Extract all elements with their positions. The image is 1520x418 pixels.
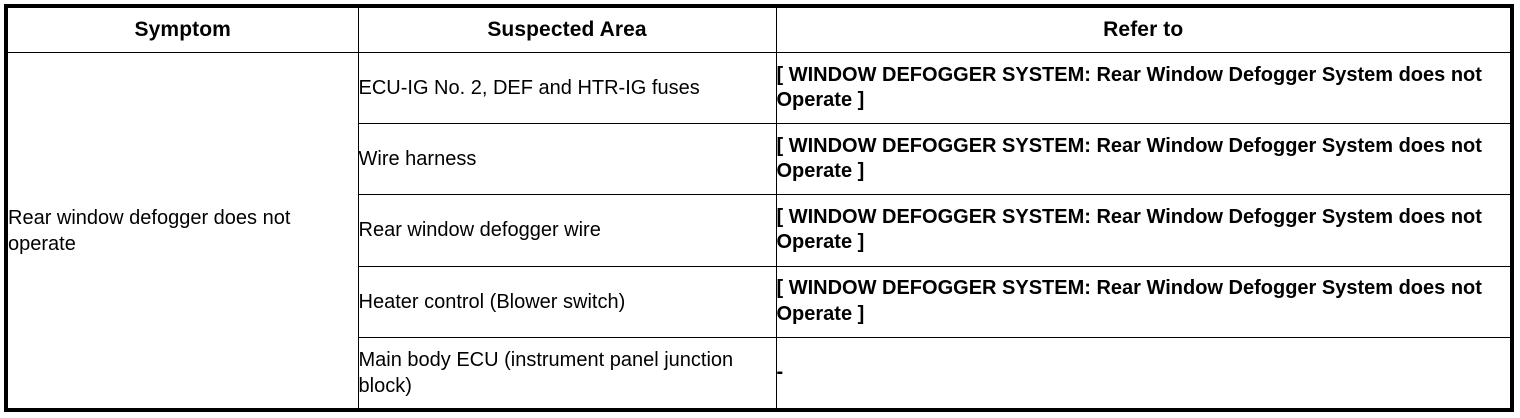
table-row: Heater control (Blower switch) [ WINDOW … — [6, 265, 1513, 338]
refer-to-cell: - — [775, 336, 1513, 411]
refer-to-cell: [ WINDOW DEFOGGER SYSTEM: Rear Window De… — [775, 194, 1513, 267]
refer-to-cell: [ WINDOW DEFOGGER SYSTEM: Rear Window De… — [775, 123, 1513, 196]
suspected-area-text: ECU-IG No. 2, DEF and HTR-IG fuses — [358, 77, 700, 100]
table-header: Symptom Suspected Area Refer to — [5, 5, 1513, 53]
refer-to-text: [ WINDOW DEFOGGER SYSTEM: Rear Window De… — [776, 134, 1482, 183]
column-header-symptom: Symptom — [5, 5, 359, 53]
refer-to-text: [ WINDOW DEFOGGER SYSTEM: Rear Window De… — [776, 277, 1482, 325]
suspected-area-cell: Main body ECU (instrument panel junction… — [357, 336, 777, 411]
refer-to-cell: [ WINDOW DEFOGGER SYSTEM: Rear Window De… — [775, 51, 1513, 125]
table-row: Rear window defogger does not operate EC… — [5, 51, 1513, 411]
suspected-area-cell: ECU-IG No. 2, DEF and HTR-IG fuses — [357, 51, 777, 125]
table-row: Main body ECU (instrument panel junction… — [6, 336, 1513, 411]
symptom-cell: Rear window defogger does not operate — [5, 52, 359, 411]
symptom-diagnosis-table: Symptom Suspected Area Refer to Rear win… — [4, 4, 1514, 412]
symptom-text: Rear window defogger does not operate — [8, 206, 291, 255]
table-row: Wire harness [ WINDOW DEFOGGER SYSTEM: R… — [6, 123, 1513, 196]
column-header-refer-to: Refer to — [775, 5, 1513, 53]
suspected-area-cell: Wire harness — [357, 123, 777, 196]
suspected-area-text: Rear window defogger wire — [358, 219, 601, 242]
suspected-area-text: Main body ECU (instrument panel junction… — [358, 348, 734, 397]
table-body: Rear window defogger does not operate EC… — [5, 51, 1513, 411]
suspected-area-cell: Rear window defogger wire — [357, 194, 777, 267]
suspected-area-text: Heater control (Blower switch) — [358, 290, 626, 313]
refer-to-cell: [ WINDOW DEFOGGER SYSTEM: Rear Window De… — [775, 265, 1513, 338]
column-header-suspected-area: Suspected Area — [357, 5, 777, 53]
header-row: Symptom Suspected Area Refer to — [5, 5, 1513, 53]
table-row: Rear window defogger wire [ WINDOW DEFOG… — [6, 194, 1513, 267]
refer-to-text: [ WINDOW DEFOGGER SYSTEM: Rear Window De… — [776, 63, 1482, 112]
suspected-area-text: Wire harness — [358, 148, 477, 171]
refer-to-text: [ WINDOW DEFOGGER SYSTEM: Rear Window De… — [776, 205, 1482, 254]
suspected-area-cell: Heater control (Blower switch) — [357, 265, 777, 338]
refer-to-text: - — [776, 361, 784, 384]
